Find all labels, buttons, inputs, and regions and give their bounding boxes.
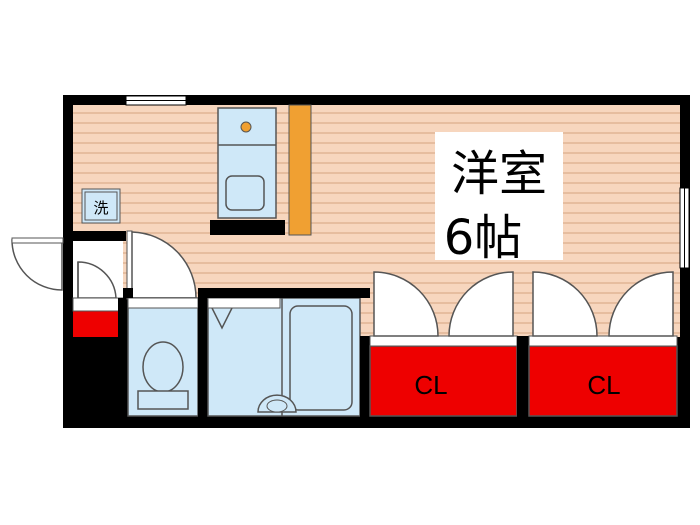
bath-right-wall — [360, 336, 370, 426]
toilet-bowl — [142, 341, 184, 393]
closet-2-door-left — [532, 271, 598, 337]
bathtub — [289, 305, 353, 411]
toilet-top-wall — [123, 288, 133, 298]
shoe-closet — [73, 311, 118, 337]
room-name: 洋室 — [451, 146, 547, 202]
room-size: 6帖 — [444, 210, 523, 266]
washer-label: 洗 — [93, 199, 108, 217]
kitchen-counter-panel — [288, 104, 312, 236]
toilet-door — [126, 230, 197, 300]
window-right — [679, 187, 690, 269]
stove-knob — [240, 121, 252, 133]
upper-partition — [198, 288, 370, 298]
kitchen-unit — [210, 107, 285, 235]
closet-1: CL — [369, 271, 518, 417]
entry-wall — [64, 231, 126, 241]
room-label: 洋室 6帖 — [435, 132, 563, 266]
entry-door — [11, 237, 64, 291]
window-top — [125, 95, 187, 106]
toilet-bath-wall — [198, 298, 208, 426]
closet-2-label: CL — [587, 370, 620, 400]
toilet-room — [127, 297, 199, 417]
washer: 洗 — [81, 188, 121, 224]
sink-basin — [225, 175, 265, 211]
closet-1-label: CL — [414, 370, 447, 400]
closet-divider — [517, 336, 529, 426]
closet-2-door-right — [608, 271, 674, 337]
closet-1-door-left — [373, 271, 439, 337]
lower-left-wall — [64, 337, 126, 427]
closet-2: CL — [528, 271, 678, 417]
closet-1-door-right — [448, 271, 514, 337]
toilet-tank — [137, 390, 189, 410]
bathroom — [207, 297, 361, 417]
genkan — [72, 241, 124, 337]
